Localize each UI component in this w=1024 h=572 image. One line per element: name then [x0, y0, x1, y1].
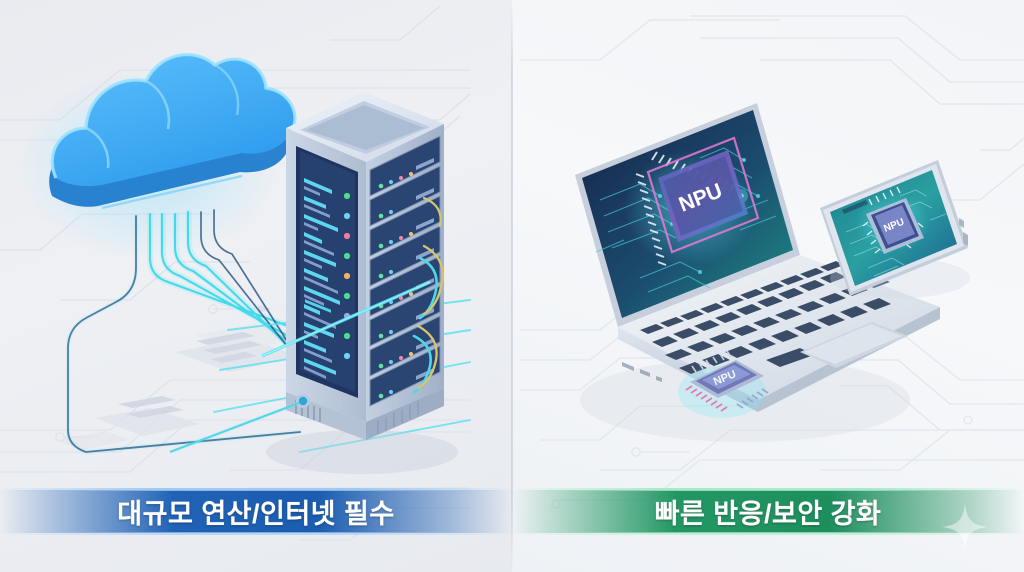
- server-blades: [261, 135, 444, 407]
- sparkle-star-icon: [942, 504, 988, 550]
- laptop-screen-chip: NPU: [635, 136, 760, 266]
- right-banner-top-edge: [512, 488, 1024, 491]
- panel-divider: [511, 0, 513, 572]
- left-banner-label: 대규모 연산/인터넷 필수: [117, 499, 395, 529]
- left-banner-bottom-edge: [0, 532, 512, 535]
- left-banner: 대규모 연산/인터넷 필수: [0, 488, 512, 535]
- right-banner-label: 빠른 반응/보안 강화: [654, 499, 882, 529]
- right-banner-bottom-edge: [512, 532, 1024, 535]
- standalone-npu-chip: NPU: [678, 350, 769, 418]
- isometric-laptop-shape: NPU: [575, 103, 940, 442]
- isometric-server-rack: [169, 92, 458, 474]
- isometric-phone-shape: NPU: [820, 160, 970, 298]
- right-banner: 빠른 반응/보안 강화: [512, 488, 1024, 535]
- isometric-cloud-shape: [49, 53, 297, 210]
- left-banner-top-edge: [0, 488, 512, 491]
